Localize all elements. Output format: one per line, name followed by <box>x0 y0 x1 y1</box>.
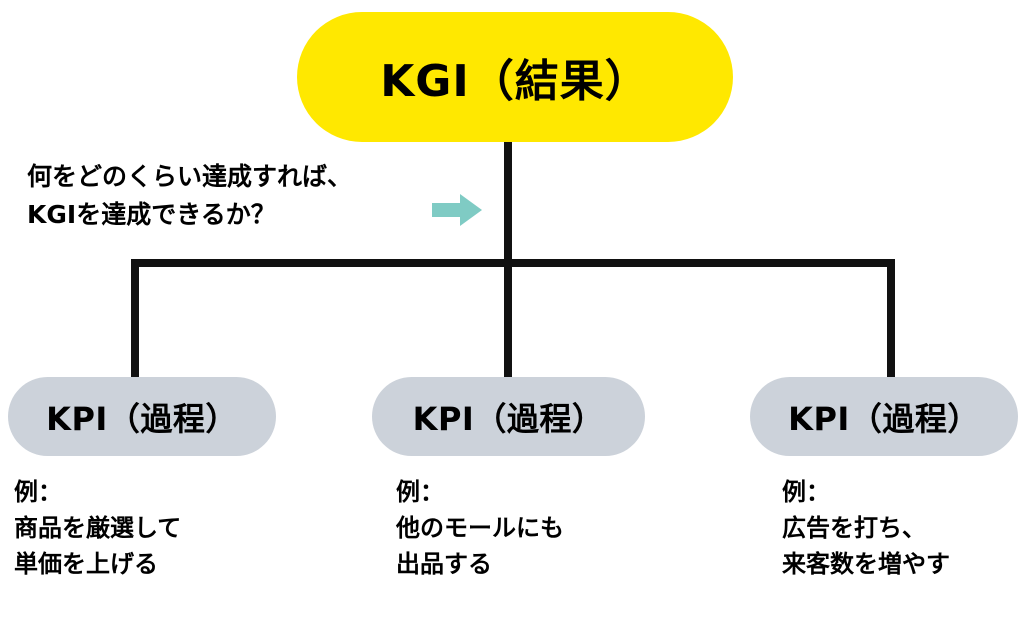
connector-kgi-stem <box>504 140 512 266</box>
kpi-node-3-label: KPI（過程） <box>788 399 980 438</box>
kgi-node: KGI（結果） <box>297 12 733 142</box>
kgi-node-label: KGI（結果） <box>380 56 650 107</box>
kpi-example-1: 例： 商品を厳選して 単価を上げる <box>14 474 314 582</box>
kpi-node-3: KPI（過程） <box>750 377 1018 456</box>
right-arrow-icon <box>432 192 482 228</box>
kpi-example-2-line-1: 例： <box>396 478 444 506</box>
question-line-2: KGIを達成できるか？ <box>27 200 276 229</box>
question-annotation: 何をどのくらい達成すれば、 KGIを達成できるか？ <box>27 158 427 234</box>
kpi-example-3-line-1: 例： <box>782 478 830 506</box>
kpi-node-2-label: KPI（過程） <box>412 399 605 438</box>
kpi-node-2: KPI（過程） <box>372 377 645 456</box>
kpi-example-3: 例： 広告を打ち、 来客数を増やす <box>782 474 1024 582</box>
kpi-example-3-line-2: 広告を打ち、 <box>782 514 926 542</box>
kpi-example-3-line-3: 来客数を増やす <box>782 550 950 578</box>
kpi-example-2-line-2: 他のモールにも <box>396 514 564 542</box>
kpi-example-2: 例： 他のモールにも 出品する <box>396 474 696 582</box>
question-line-1: 何をどのくらい達成すれば、 <box>27 162 353 191</box>
kpi-node-1: KPI（過程） <box>8 377 276 456</box>
kpi-node-1-label: KPI（過程） <box>46 399 238 438</box>
connector-drop-left <box>131 259 139 391</box>
connector-drop-right <box>887 259 895 391</box>
connector-drop-middle <box>504 259 512 391</box>
kpi-example-1-line-2: 商品を厳選して <box>14 514 182 542</box>
kpi-example-1-line-3: 単価を上げる <box>14 550 158 578</box>
kpi-example-1-line-1: 例： <box>14 478 62 506</box>
kpi-example-2-line-3: 出品する <box>396 550 492 578</box>
connector-horizontal-bar <box>131 259 895 267</box>
